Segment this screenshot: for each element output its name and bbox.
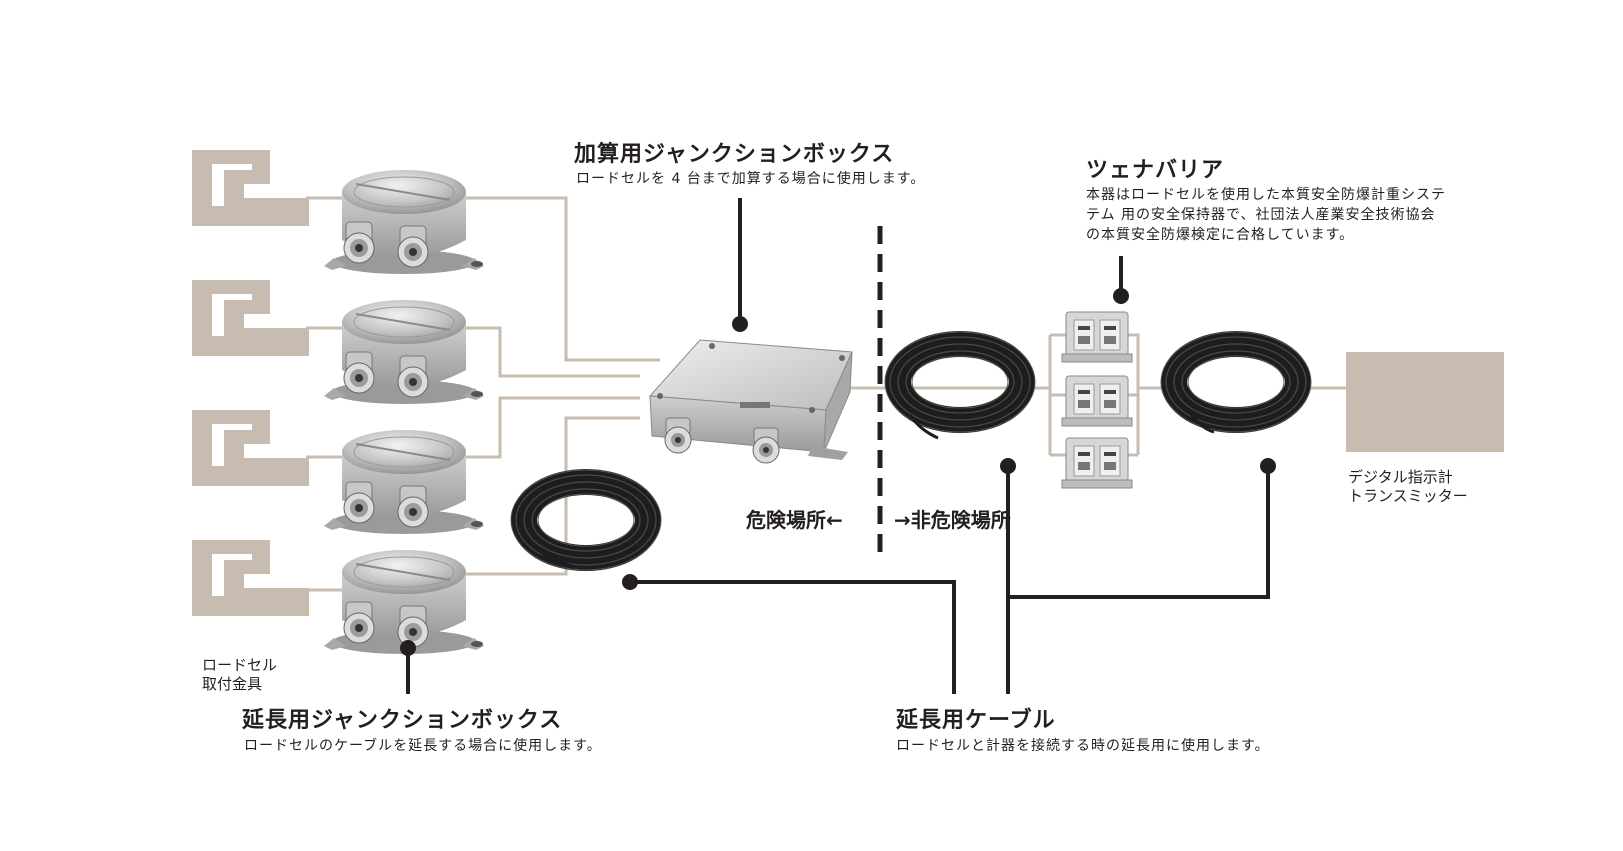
leader-cable-left bbox=[630, 580, 956, 694]
barrier-desc-line-1: 本器はロードセルを使用した本質安全防爆計重システ bbox=[1086, 187, 1446, 203]
leader-cable-right bbox=[1008, 466, 1270, 599]
non-hazard-zone-label: →非危険場所 bbox=[894, 508, 1011, 532]
zener-barrier-2 bbox=[1061, 375, 1133, 427]
cable-coil-middle bbox=[885, 332, 1035, 438]
mount-label-line-2: 取付金具 bbox=[202, 675, 263, 693]
ext-cable-title: 延長用ケーブル bbox=[896, 708, 1056, 733]
leader-dot-ext-box bbox=[400, 640, 416, 656]
indicator-label-line-1: デジタル指示計 bbox=[1348, 468, 1453, 486]
ext-junction-box-3 bbox=[323, 429, 485, 535]
leader-dot-cable-middle bbox=[1000, 458, 1016, 474]
ext-box-desc: ロードセルのケーブルを延長する場合に使用します。 bbox=[244, 738, 602, 754]
barrier-desc-line-3: の本質安全防爆検定に合格しています。 bbox=[1086, 227, 1355, 243]
loadcell-mount-2 bbox=[192, 280, 309, 356]
digital-indicator-box bbox=[1346, 352, 1504, 452]
wire-box2-sum bbox=[466, 326, 640, 378]
hazard-zone-label: 危険場所← bbox=[746, 508, 843, 532]
ext-junction-box-2 bbox=[323, 299, 485, 405]
leader-dot-barrier bbox=[1113, 288, 1129, 304]
leader-dot-cable-right bbox=[1260, 458, 1276, 474]
leader-lines bbox=[406, 198, 1270, 694]
summing-junction-box bbox=[648, 339, 853, 464]
cable-coil-right bbox=[1161, 332, 1311, 432]
sum-box-desc: ロードセルを 4 台まで加算する場合に使用します。 bbox=[576, 171, 926, 187]
ext-junction-box-4 bbox=[323, 549, 485, 655]
loadcell-mount-1 bbox=[192, 150, 309, 226]
mount-label-line-1: ロードセル bbox=[202, 656, 278, 674]
indicator-label-line-2: トランスミッター bbox=[1348, 487, 1468, 505]
barrier-desc-line-2: テム 用の安全保持器で、社団法人産業安全技術協会 bbox=[1086, 207, 1436, 223]
cable-coil-left bbox=[511, 470, 661, 570]
loadcell-mount-3 bbox=[192, 410, 309, 486]
leader-dot-sum-box bbox=[732, 316, 748, 332]
sum-box-title: 加算用ジャンクションボックス bbox=[574, 142, 895, 167]
wire-box1-sum bbox=[466, 196, 660, 362]
ext-box-title: 延長用ジャンクションボックス bbox=[242, 708, 563, 733]
zener-barrier-3 bbox=[1061, 437, 1133, 489]
wire-barrier-bus bbox=[1048, 333, 1140, 457]
wire-box3-sum bbox=[466, 396, 640, 459]
barrier-title: ツェナバリア bbox=[1086, 158, 1225, 183]
ext-junction-box-1 bbox=[323, 169, 485, 275]
leader-dot-cable-left bbox=[622, 574, 638, 590]
loadcell-mount-4 bbox=[192, 540, 309, 616]
zener-barrier-1 bbox=[1061, 311, 1133, 363]
ext-cable-desc: ロードセルと計器を接続する時の延長用に使用します。 bbox=[896, 738, 1270, 754]
